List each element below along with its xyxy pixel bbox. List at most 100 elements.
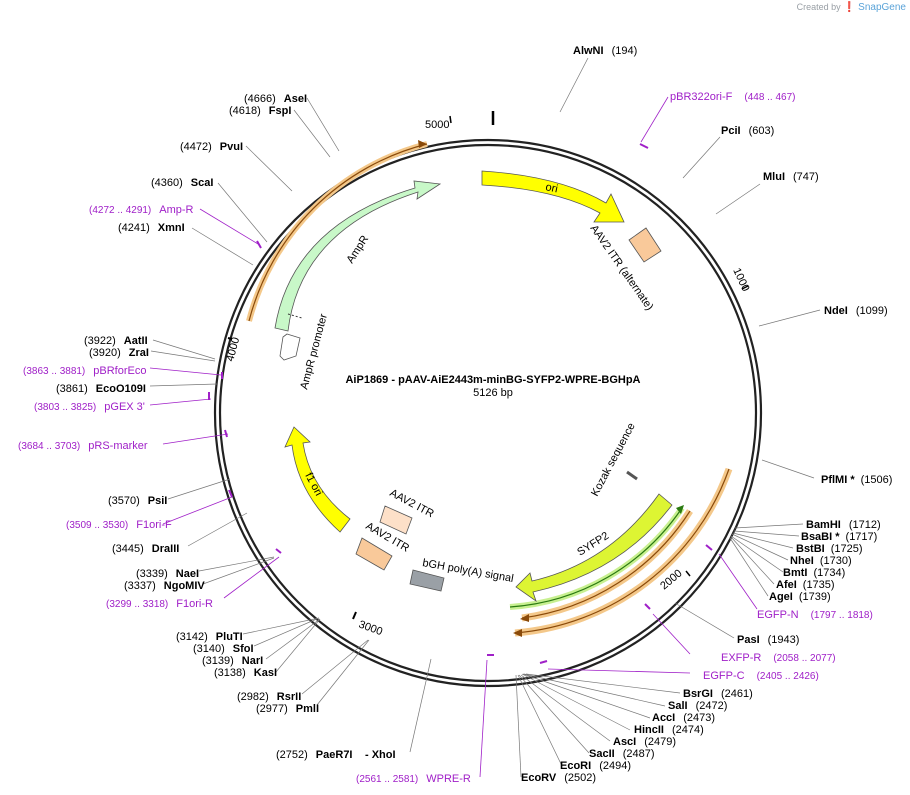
feature-label-ampr: AmpR	[344, 233, 371, 265]
ampr-feature[interactable]	[274, 180, 442, 332]
site-pvui[interactable]: (4472)PvuI	[180, 141, 243, 153]
site-paer7i[interactable]: (2752)PaeR7I	[276, 749, 353, 761]
kozak-feature[interactable]	[626, 470, 638, 481]
plasmid-title: AiP1869 - pAAV-AiE2443m-minBG-SYFP2-WPRE…	[345, 374, 640, 386]
primer-f1ori-r[interactable]: (3299 .. 3318)F1ori-R	[106, 598, 213, 610]
site-bmti[interactable]: BmtI(1734)	[783, 567, 845, 579]
site-xhoi[interactable]: - XhoI	[365, 749, 396, 761]
site-rsrii[interactable]: (2982)RsrII	[237, 691, 301, 703]
syfp2-feature[interactable]	[515, 493, 673, 603]
site-mlui[interactable]: MluI(747)	[763, 171, 819, 183]
site-xmni[interactable]: (4241)XmnI	[118, 222, 185, 234]
site-pcii[interactable]: PciI(603)	[721, 125, 774, 137]
primer-labels: pBR322ori-F(448 .. 467) EGFP-N(1797 .. 1…	[18, 91, 873, 785]
site-naei[interactable]: (3339)NaeI	[136, 568, 199, 580]
tick-mark-1000	[741, 285, 749, 290]
orange-band-top-left-arrow	[418, 140, 427, 148]
site-zrai[interactable]: (3920)ZraI	[89, 347, 149, 359]
site-sali[interactable]: SalI(2472)	[668, 700, 727, 712]
orange-band-top-left-line	[248, 143, 428, 322]
orange-band-outer-arrow	[513, 629, 522, 637]
egfp-band-arrow	[676, 505, 684, 514]
site-leader-lines	[149, 57, 821, 778]
primer-wpre-r[interactable]: (2561 .. 2581)WPRE-R	[356, 773, 471, 785]
tick-mark-3000	[352, 611, 357, 620]
feature-label-kozak: Kozak sequence	[589, 421, 638, 498]
site-ngomiv[interactable]: (3337)NgoMIV	[124, 580, 205, 592]
tick-mark-4000	[227, 337, 233, 340]
feature-label-ori: ori	[544, 181, 558, 195]
site-nhei[interactable]: NheI(1730)	[790, 555, 852, 567]
ampr-dash	[287, 313, 303, 319]
primer-pgex-3[interactable]: (3803 .. 3825)pGEX 3'	[34, 401, 145, 413]
snapgene-logo: ❗	[843, 2, 856, 13]
primer-marks	[208, 143, 713, 664]
site-fspi[interactable]: (4618)FspI	[229, 105, 291, 117]
site-kasi[interactable]: (3138)KasI	[214, 667, 277, 679]
site-asei[interactable]: (4666)AseI	[244, 93, 307, 105]
site-pluti[interactable]: (3142)PluTI	[176, 631, 243, 643]
primer-mark-pbr322ori-f[interactable]	[639, 143, 649, 149]
aav2-itr-feature-2[interactable]	[355, 537, 393, 571]
primer-f1ori-f[interactable]: (3509 .. 3530)F1ori-F	[66, 519, 172, 531]
site-labels: AlwNI(194) PciI(603) MluI(747) NdeI(1099…	[56, 45, 892, 784]
orange-band-outer-line	[514, 468, 730, 634]
tick-label-3000: 3000	[357, 619, 384, 639]
site-asci[interactable]: AscI(2479)	[613, 736, 676, 748]
primer-prs-marker[interactable]: (3684 .. 3703)pRS-marker	[18, 440, 148, 452]
site-afei[interactable]: AfeI(1735)	[776, 579, 835, 591]
site-agei[interactable]: AgeI(1739)	[769, 591, 831, 603]
tick-label-4000: 4000	[224, 336, 242, 363]
primer-mark-exfp-r[interactable]	[644, 603, 651, 610]
backbone-inner	[218, 143, 758, 683]
site-acci[interactable]: AccI(2473)	[652, 712, 715, 724]
site-bsrgi[interactable]: BsrGI(2461)	[683, 688, 753, 700]
aav2-itr-alternate-feature[interactable]	[628, 227, 662, 263]
site-pflmi[interactable]: PflMI *(1506)	[821, 474, 892, 486]
primer-pbrforeco[interactable]: (3863 .. 3881)pBRforEco	[23, 365, 146, 377]
snapgene-credit: Created by ❗ SnapGene	[797, 2, 906, 13]
site-ecorv[interactable]: EcoRV(2502)	[521, 772, 596, 784]
brand-name: SnapGene	[858, 2, 906, 13]
backbone-outer	[213, 138, 763, 688]
site-alwni[interactable]: AlwNI(194)	[573, 45, 637, 57]
orange-band-inner-arrow	[520, 614, 529, 622]
primer-mark-egfp-c[interactable]	[539, 660, 548, 664]
site-bamhi[interactable]: BamHI(1712)	[806, 519, 881, 531]
primer-pbr322ori-f[interactable]: pBR322ori-F(448 .. 467)	[670, 91, 796, 103]
primer-mark-amp-r[interactable]	[256, 240, 262, 249]
ampr-promoter-feature[interactable]	[279, 333, 301, 361]
f1-ori-feature[interactable]	[284, 426, 351, 533]
site-sacii[interactable]: SacII(2487)	[589, 748, 654, 760]
site-bsabi[interactable]: BsaBI *(1717)	[801, 531, 877, 543]
primer-amp-r[interactable]: (4272 .. 4291)Amp-R	[89, 204, 194, 216]
primer-mark-f1ori-f[interactable]	[228, 489, 233, 498]
site-ndei[interactable]: NdeI(1099)	[824, 305, 888, 317]
site-draiii[interactable]: (3445)DraIII	[112, 543, 179, 555]
site-pmli[interactable]: (2977)PmlI	[256, 703, 319, 715]
site-scai[interactable]: (4360)ScaI	[151, 177, 213, 189]
site-psii[interactable]: (3570)PsiI	[108, 495, 167, 507]
primer-mark-f1ori-r[interactable]	[275, 548, 282, 554]
egfp-band-line	[509, 507, 683, 608]
site-pasi[interactable]: PasI(1943)	[737, 634, 799, 646]
aav2-itr-feature-1[interactable]	[379, 505, 413, 535]
ori-feature[interactable]	[481, 170, 625, 223]
primer-mark-prs-marker[interactable]	[224, 429, 228, 438]
tick-label-5000: 5000	[425, 119, 449, 131]
site-ecori[interactable]: EcoRI(2494)	[560, 760, 631, 772]
primer-egfp-n[interactable]: EGFP-N(1797 .. 1818)	[757, 609, 873, 621]
site-ecoo109i[interactable]: (3861)EcoO109I	[56, 383, 146, 395]
primer-mark-egfp-n[interactable]	[705, 544, 713, 551]
primer-exfp-r[interactable]: EXFP-R(2058 .. 2077)	[721, 652, 836, 664]
primer-leader-lines	[149, 96, 758, 778]
site-sfoi[interactable]: (3140)SfoI	[193, 643, 254, 655]
tick-label-1000: 1000	[730, 266, 751, 293]
plasmid-length: 5126 bp	[473, 387, 513, 399]
site-aatii[interactable]: (3922)AatII	[84, 335, 148, 347]
site-hincii[interactable]: HincII(2474)	[634, 724, 704, 736]
primer-egfp-c[interactable]: EGFP-C(2405 .. 2426)	[703, 670, 819, 682]
site-nari[interactable]: (3139)NarI	[202, 655, 263, 667]
site-bstbi[interactable]: BstBI(1725)	[796, 543, 863, 555]
bgh-polya-feature[interactable]	[409, 569, 445, 592]
